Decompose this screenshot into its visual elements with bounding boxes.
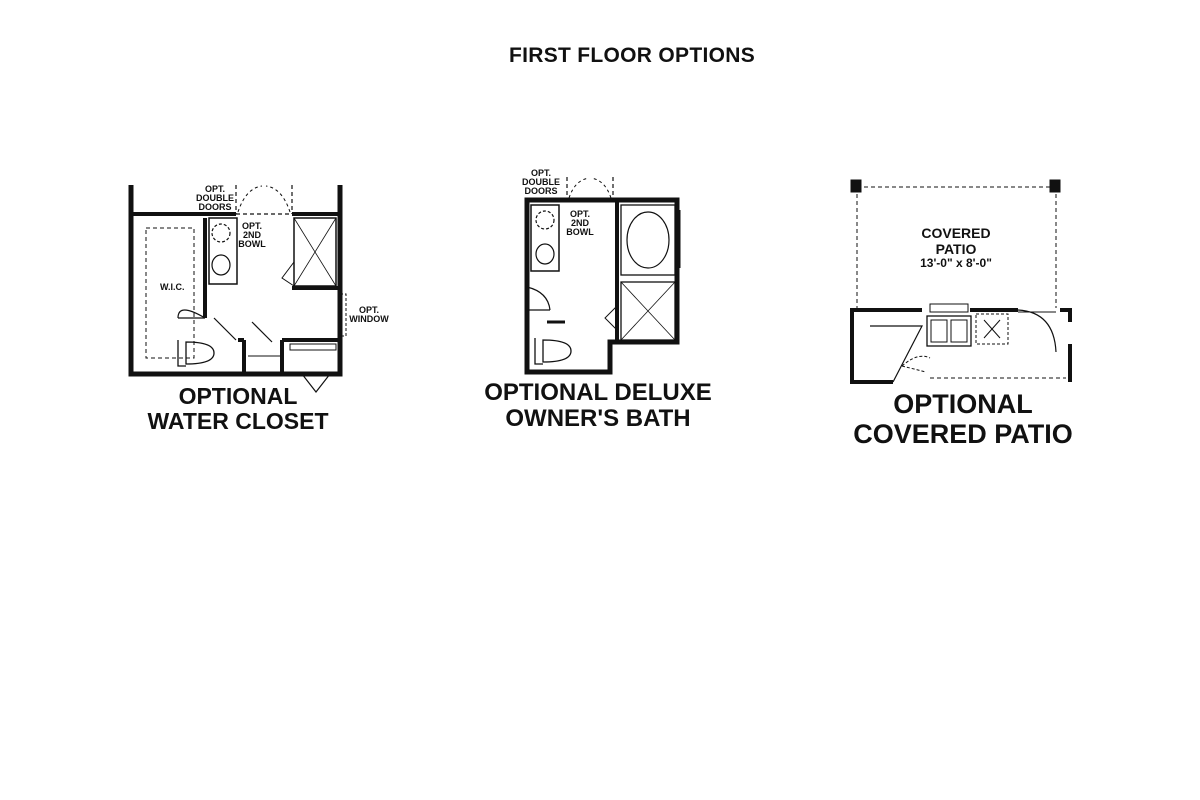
db-shower <box>620 281 676 341</box>
db-shower-diag-2 <box>620 281 676 341</box>
cp-patio-outline <box>856 186 1057 308</box>
wc-opt-bowl <box>211 223 231 243</box>
cp-corner-room <box>870 325 923 383</box>
wc-compartment-door <box>213 317 237 341</box>
cp-corner-door <box>901 355 931 373</box>
db-opt-bowl <box>535 210 555 230</box>
cp-cabinet <box>926 315 972 347</box>
wc-opt-window <box>340 293 347 337</box>
cp-appliance-x2 <box>983 319 1001 339</box>
wc-closet-door-swing <box>177 309 206 319</box>
svg-text:OPT.WINDOW: OPT.WINDOW <box>349 305 389 324</box>
caption-line: OWNER'S BATH <box>505 405 691 433</box>
svg-text:13'-0" x 8'-0": 13'-0" x 8'-0" <box>920 256 992 270</box>
db-entry-door-swing <box>526 286 551 311</box>
cp-cabinet-door-right <box>950 319 968 343</box>
caption-water-closet: OPTIONAL WATER CLOSET <box>128 383 348 435</box>
plan-water-closet <box>128 185 347 393</box>
wc-double-doors <box>235 185 293 215</box>
wc-compartment-door-2 <box>251 321 273 343</box>
wc-compartment-wall <box>238 338 340 374</box>
cp-right-wall <box>1060 308 1072 382</box>
cp-post-left <box>850 179 862 193</box>
db-tub-basin <box>626 211 670 269</box>
db-door-swing-right <box>590 177 612 199</box>
wc-bowl <box>211 254 231 276</box>
svg-text:W.I.C.: W.I.C. <box>160 282 185 292</box>
wc-shower-diag-2 <box>293 217 337 287</box>
db-door-swing-left <box>568 177 590 199</box>
wc-linen <box>289 343 337 351</box>
page-title: FIRST FLOOR OPTIONS <box>508 44 756 67</box>
caption-line: WATER CLOSET <box>147 408 329 435</box>
wc-exterior-door <box>301 373 331 393</box>
cp-appliance-box <box>975 313 1009 345</box>
db-double-doors <box>566 177 614 200</box>
db-toilet <box>534 338 572 365</box>
wc-shower-door <box>281 261 295 287</box>
caption-line: OPTIONAL <box>893 389 1033 419</box>
wc-toilet <box>177 340 215 367</box>
cp-post-right <box>1049 179 1061 193</box>
db-tub <box>620 204 676 276</box>
wc-door-swing-right <box>265 185 291 213</box>
cp-cabinet-door-left <box>930 319 948 343</box>
db-bowl <box>535 243 555 265</box>
wc-vanity <box>208 217 238 285</box>
caption-line: COVERED PATIO <box>853 418 1073 449</box>
cp-grill-top <box>929 303 969 313</box>
cp-house-walls <box>850 308 922 384</box>
db-vanity <box>530 204 560 272</box>
caption-deluxe-bath: OPTIONAL DELUXE OWNER'S BATH <box>468 379 728 433</box>
caption-line: OPTIONAL DELUXE <box>484 379 712 406</box>
wc-door-swing-left <box>237 185 263 213</box>
db-outer-walls <box>524 197 680 375</box>
db-shower-door <box>604 305 618 331</box>
caption-covered-patio: OPTIONAL COVERED PATIO <box>838 389 1088 449</box>
cp-exterior-door-swing <box>1017 309 1057 353</box>
wc-closet-shelf <box>145 227 195 359</box>
wc-outer-walls <box>128 185 343 377</box>
plan-covered-patio <box>850 179 1072 384</box>
plan-deluxe-bath <box>524 177 681 375</box>
caption-line: OPTIONAL <box>178 383 298 409</box>
